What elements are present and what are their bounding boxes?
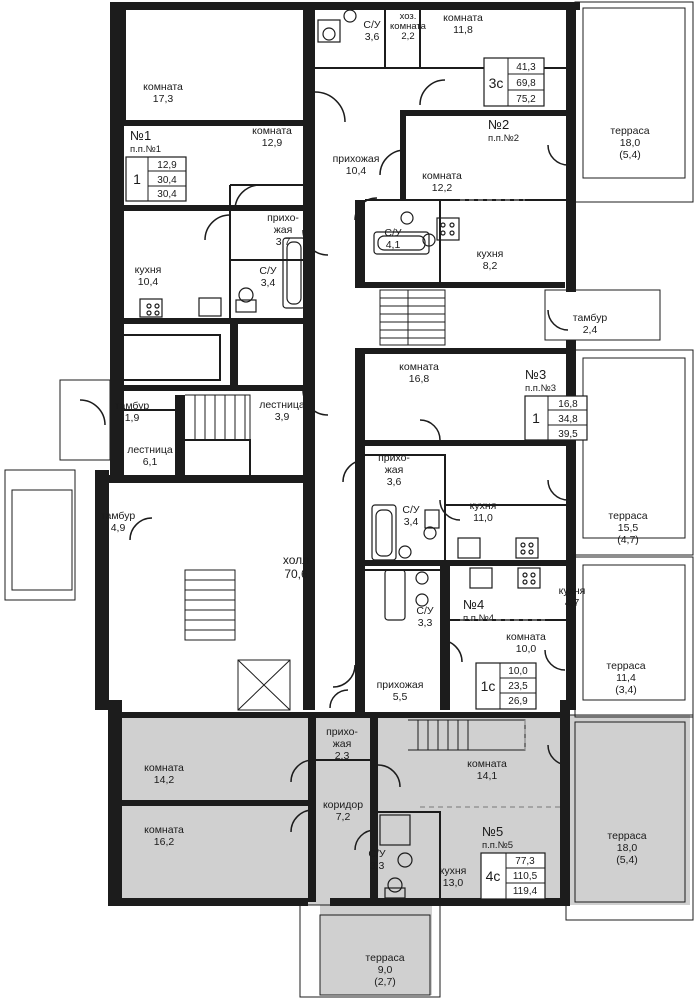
area-total: 69,8 xyxy=(516,78,536,89)
area-living: 10,0 xyxy=(508,666,528,677)
apartment-1-info: №1 п.п.№1 1 12,9 30,4 30,4 xyxy=(125,128,187,202)
apartment-3-info: №3 п.п.№3 1 16,8 34,8 39,5 xyxy=(524,367,588,441)
apartment-number: №2 xyxy=(488,117,509,132)
apartment-number: №5 xyxy=(482,824,503,839)
apartment-pp: п.п.№3 xyxy=(525,383,556,394)
apartment-pp: п.п.№5 xyxy=(482,840,513,851)
apartment-5-highlight xyxy=(120,715,690,995)
apartment-pp: п.п.№1 xyxy=(130,144,161,155)
area-total: 30,4 xyxy=(157,175,177,186)
apartment-number: №1 xyxy=(130,128,151,143)
area-with-terrace: 30,4 xyxy=(157,189,177,200)
area-total: 34,8 xyxy=(558,414,578,425)
apartment-rooms: 3с xyxy=(489,75,504,91)
terraces xyxy=(4,1,694,998)
doors xyxy=(79,79,569,851)
fixtures xyxy=(139,9,541,899)
apartment-number: №3 xyxy=(525,367,546,382)
apartment-rooms: 1с xyxy=(481,678,496,694)
area-living: 16,8 xyxy=(558,399,578,410)
area-living: 41,3 xyxy=(516,62,536,73)
area-living: 77,3 xyxy=(515,856,535,867)
apartment-pp: п.п.№4 xyxy=(463,613,494,624)
apartment-2-info: 3с 41,3 69,8 75,2 №2 п.п.№2 xyxy=(483,57,545,144)
walls xyxy=(95,2,580,906)
area-living: 12,9 xyxy=(157,160,177,171)
area-total: 23,5 xyxy=(508,681,528,692)
area-with-terrace: 75,2 xyxy=(516,94,536,105)
apartment-rooms: 1 xyxy=(532,410,540,426)
apartment-rooms: 1 xyxy=(133,171,141,187)
apartment-5-info: №5 п.п.№5 4с 77,3 110,5 119,4 xyxy=(480,824,546,900)
area-with-terrace: 26,9 xyxy=(508,696,528,707)
dashed-dividers xyxy=(420,199,560,808)
apartment-pp: п.п.№2 xyxy=(488,133,519,144)
area-total: 110,5 xyxy=(513,871,538,882)
apartment-number: №4 xyxy=(463,597,484,612)
apartment-4-info: №4 п.п.№4 1с 10,0 23,5 26,9 xyxy=(463,597,537,710)
area-with-terrace: 39,5 xyxy=(558,429,578,440)
area-with-terrace: 119,4 xyxy=(513,886,538,897)
stairs xyxy=(184,289,526,751)
apartment-rooms: 4с xyxy=(486,868,501,884)
